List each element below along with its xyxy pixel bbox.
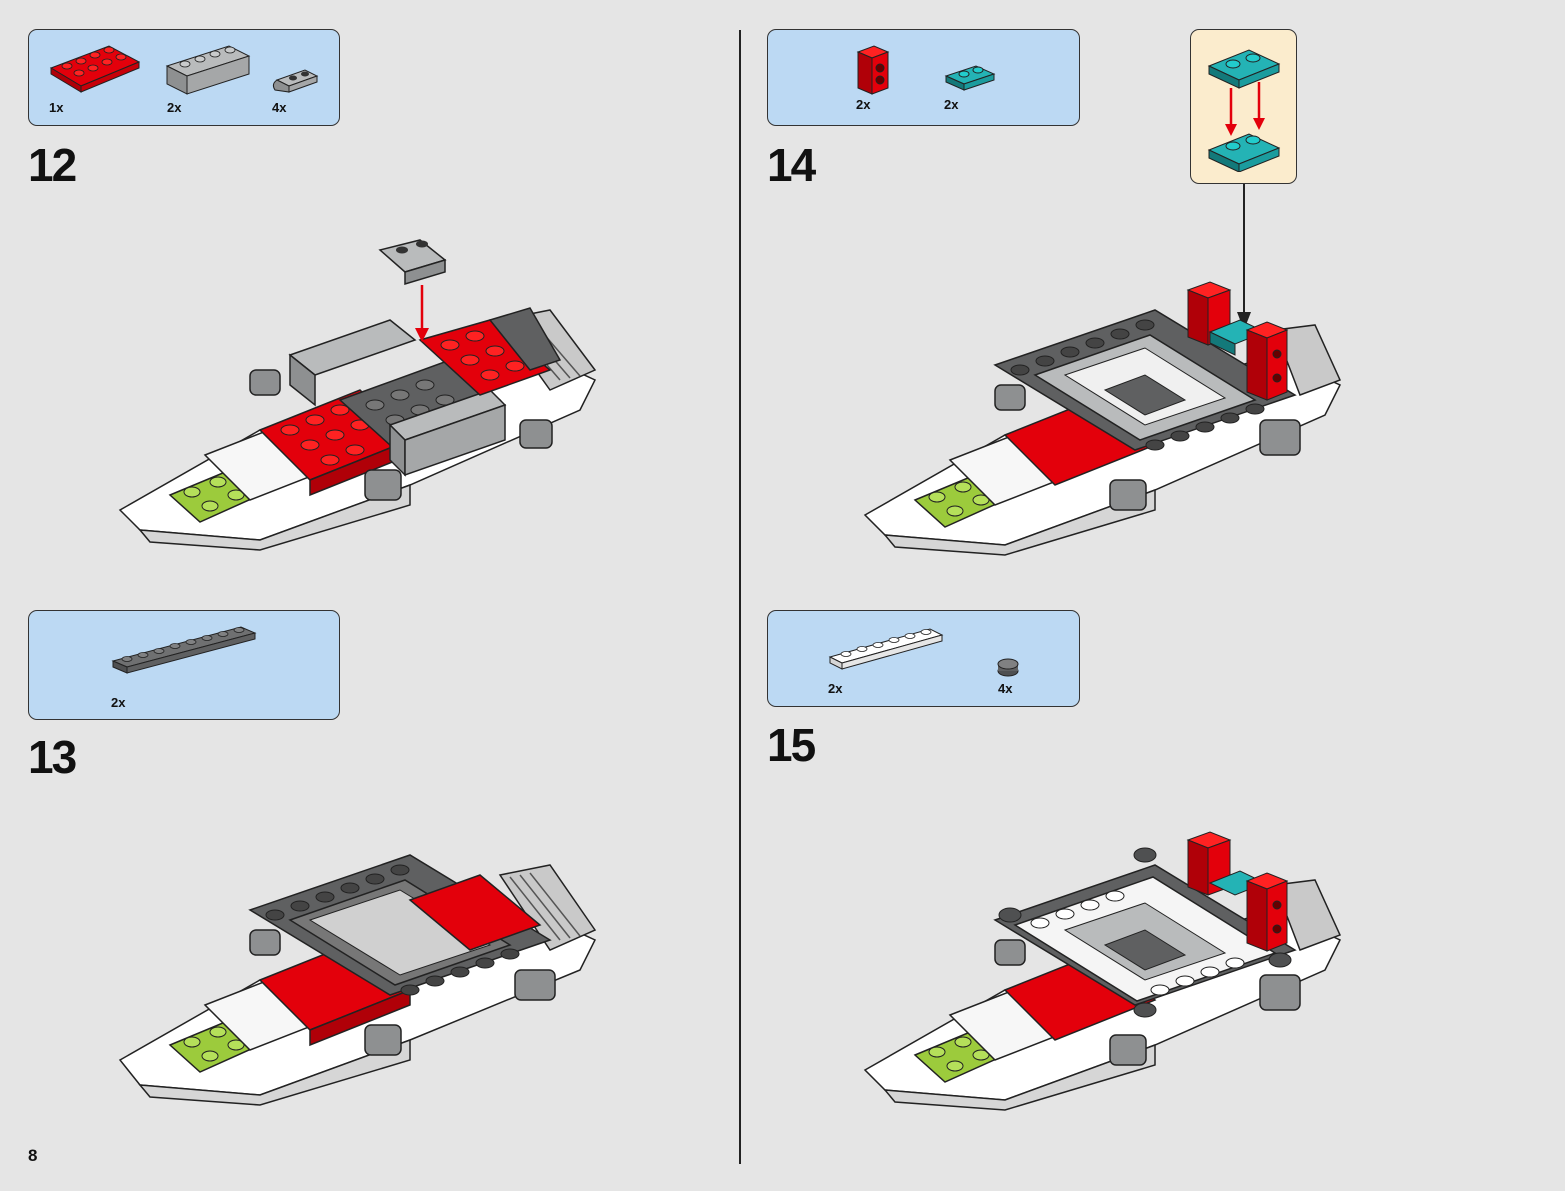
step-number: 15 (767, 719, 816, 771)
step-14-model-illustration (863, 281, 1342, 556)
red-plate-2x4-icon (49, 45, 141, 93)
red-brick-1x1-side-studs-icon (856, 45, 890, 95)
teal-plate-stack-icon (1207, 49, 1281, 172)
part-qty-label: 1x (49, 100, 64, 115)
step-number: 12 (28, 139, 77, 191)
step-12-model-illustration (118, 239, 597, 551)
part-qty-label: 2x (944, 97, 959, 112)
part-qty-label: 2x (856, 97, 871, 112)
step-13-model-illustration (118, 854, 597, 1106)
step-15-model-illustration (863, 831, 1342, 1111)
step-number: 13 (28, 731, 77, 783)
teal-plate-1x2-icon (944, 65, 996, 91)
dark-gray-round-stud-icon (997, 658, 1019, 677)
step-14-parts-box: 2x 2x (767, 29, 1080, 126)
part-qty-label: 2x (828, 681, 843, 696)
step-13-parts-box: 2x (28, 610, 340, 720)
step-15-parts-box: 2x 4x (767, 610, 1080, 707)
part-qty-label: 4x (272, 100, 287, 115)
gray-plate-clip-icon (272, 69, 319, 93)
sub-assembly-box (1190, 29, 1297, 184)
gray-brick-1x4-icon (165, 45, 251, 95)
white-plate-1x6-icon (828, 628, 944, 670)
part-qty-label: 2x (111, 695, 126, 710)
step-12-parts-box: 1x 2x 4x (28, 29, 340, 126)
falling-part-icon (378, 239, 447, 286)
page-divider (739, 30, 741, 1164)
part-qty-label: 2x (167, 100, 182, 115)
step-number: 14 (767, 139, 816, 191)
callout-arrow-icon (1237, 184, 1251, 330)
dark-gray-plate-1x8-icon (111, 626, 257, 674)
part-qty-label: 4x (998, 681, 1013, 696)
page-number: 8 (28, 1146, 38, 1165)
